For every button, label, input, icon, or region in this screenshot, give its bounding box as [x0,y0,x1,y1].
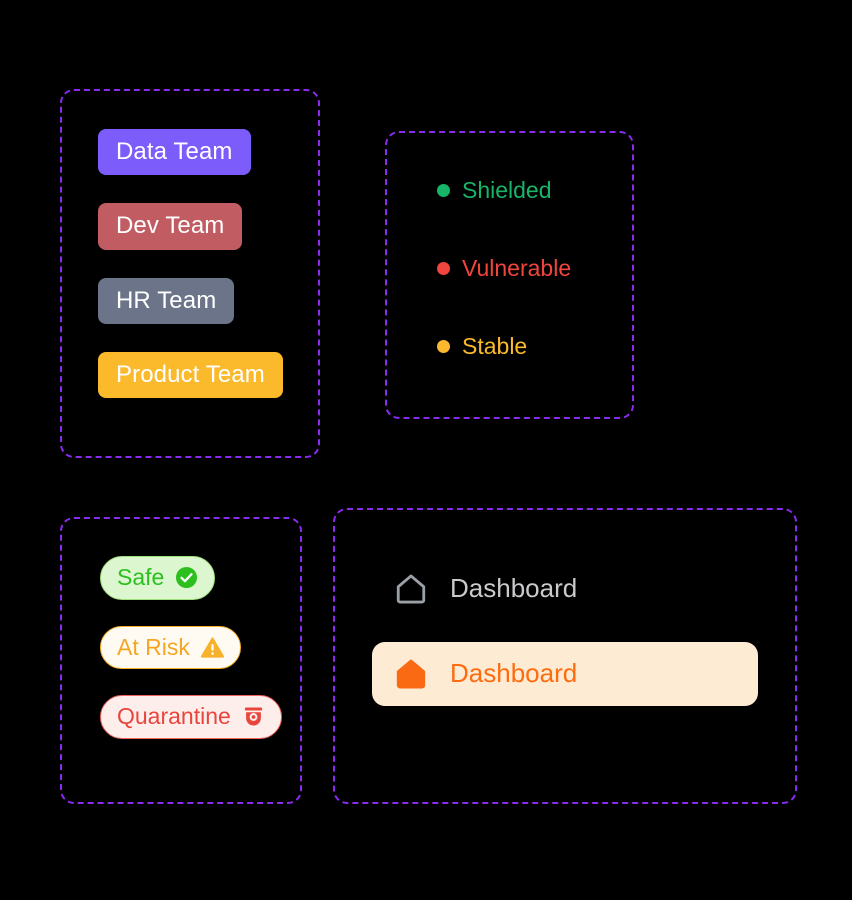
nav-item-dashboard-active[interactable]: Dashboard [372,642,758,706]
security-camera-icon [244,707,262,726]
status-badge-quarantine[interactable]: Quarantine [100,695,282,739]
legend-label: Stable [462,333,528,359]
legend-item-shielded: Shielded [437,179,571,202]
teams-panel: Data Team Dev Team HR Team Product Team [60,89,320,458]
team-chip-data[interactable]: Data Team [98,129,251,176]
legend-item-vulnerable: Vulnerable [437,257,571,280]
team-chip-list: Data Team Dev Team HR Team Product Team [98,129,283,399]
badge-label: Safe [117,564,165,590]
nav-item-list: Dashboard Dashboard [372,557,758,706]
status-badge-safe[interactable]: Safe [100,556,216,600]
legend-label: Vulnerable [462,255,572,281]
nav-item-dashboard-inactive[interactable]: Dashboard [372,557,758,621]
team-chip-hr[interactable]: HR Team [98,277,235,324]
nav-item-label: Dashboard [450,573,578,604]
navigation-panel: Dashboard Dashboard [333,508,797,804]
status-badge-list: Safe At Risk Quarantine [100,556,282,739]
status-badges-panel: Safe At Risk Quarantine [60,517,302,804]
legend-panel: Shielded Vulnerable Stable [385,131,634,419]
home-icon [396,659,426,689]
team-chip-dev[interactable]: Dev Team [98,203,243,250]
status-badge-at-risk[interactable]: At Risk [100,625,241,670]
check-circle-icon [176,567,198,589]
legend-item-stable: Stable [437,335,571,358]
warning-triangle-icon [200,637,224,658]
home-icon [396,574,426,604]
nav-item-label: Dashboard [450,658,578,689]
legend-dot-icon [437,340,450,353]
legend-label: Shielded [462,177,552,203]
legend-dot-icon [437,262,450,275]
legend-list: Shielded Vulnerable Stable [437,179,571,358]
legend-dot-icon [437,184,450,197]
badge-label: At Risk [117,633,190,660]
team-chip-product[interactable]: Product Team [98,351,283,399]
badge-label: Quarantine [117,703,231,730]
